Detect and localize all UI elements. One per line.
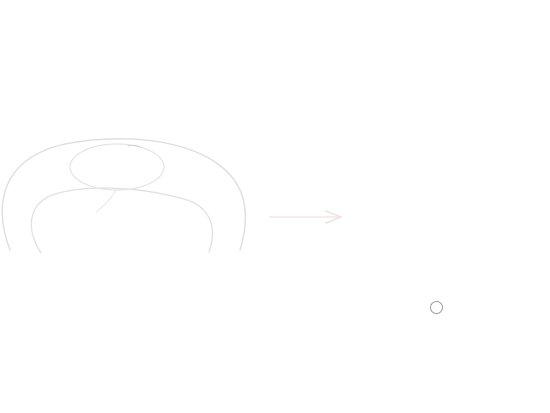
circle-cursor-icon[interactable]: [430, 301, 443, 314]
inner-arc: [30, 187, 214, 254]
top-oval: [69, 143, 165, 191]
abstract-line-drawing-icon: [1, 138, 247, 254]
outer-arc: [1, 138, 247, 251]
right-arrow-icon: [269, 210, 342, 224]
arrow-head: [325, 210, 342, 224]
center-stroke: [95, 187, 118, 213]
small-mark: [127, 144, 141, 148]
